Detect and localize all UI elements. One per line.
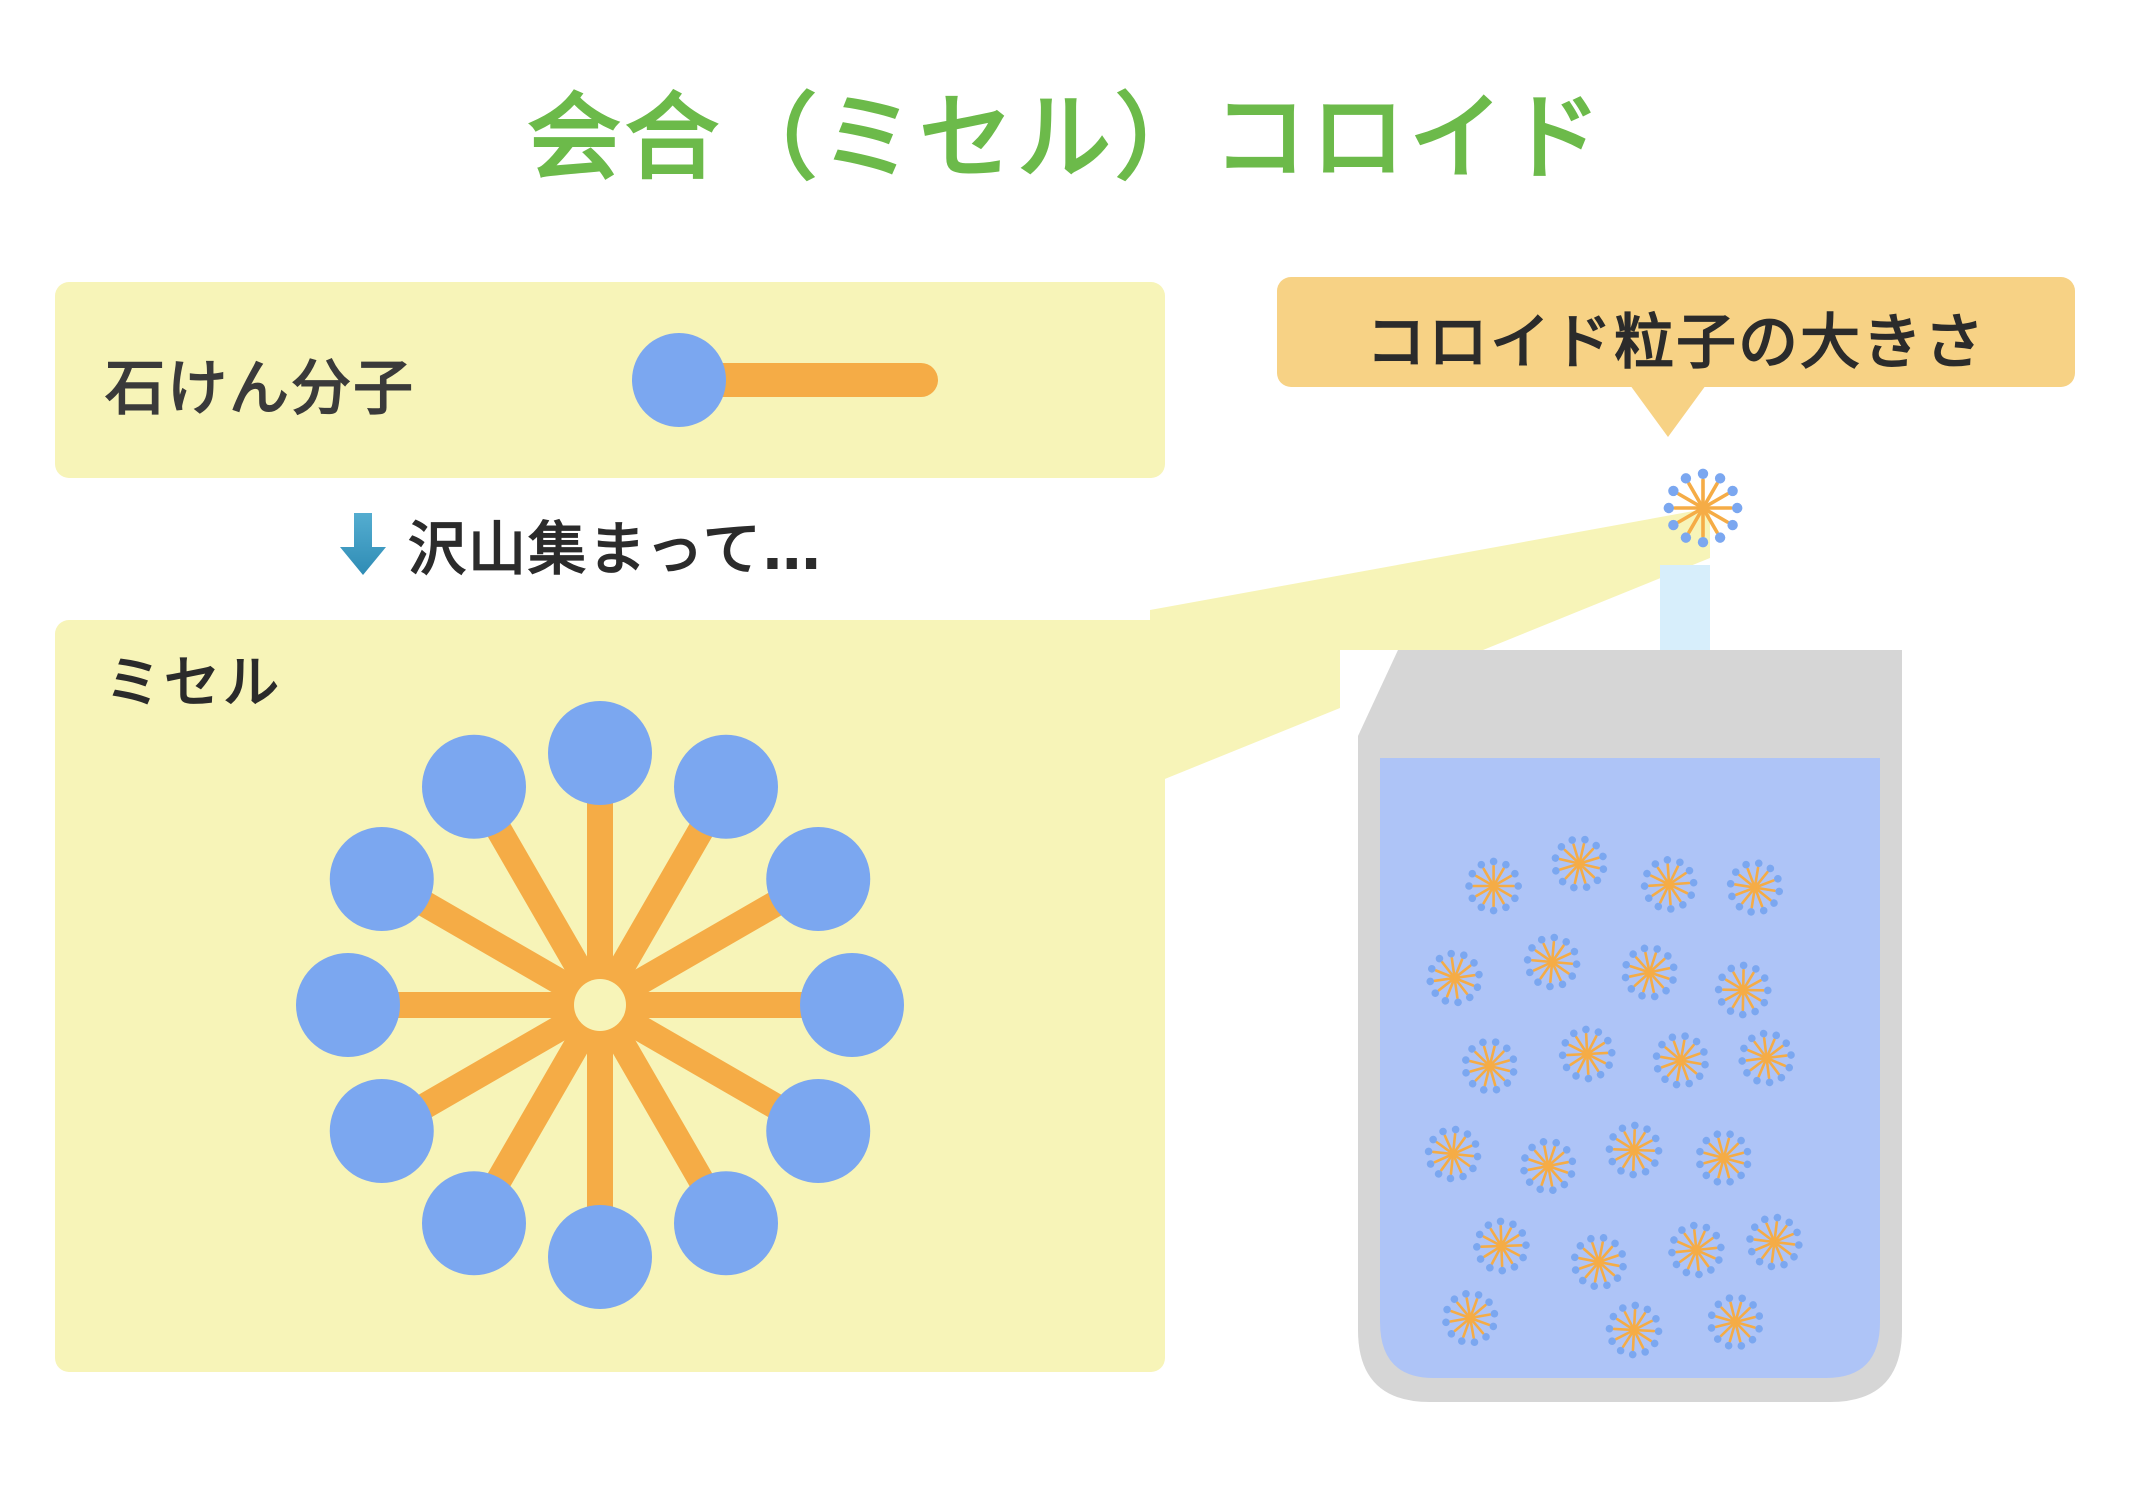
- beaker-particle: [1621, 944, 1678, 1001]
- beaker-particle: [1605, 1121, 1663, 1179]
- beaker-particle: [1640, 856, 1698, 913]
- beaker-particle: [1570, 1234, 1627, 1290]
- beaker-particle: [1442, 1289, 1499, 1347]
- beaker-particle: [1558, 1025, 1616, 1083]
- beaker-particle: [1551, 835, 1608, 892]
- beaker-particle: [1424, 1125, 1482, 1183]
- beaker-particle: [1465, 857, 1522, 915]
- beaker-particle: [1605, 1301, 1663, 1359]
- beaker-particle: [1520, 1138, 1577, 1194]
- callout-tail-icon: [1630, 385, 1706, 437]
- micelle-diagram: [296, 701, 904, 1309]
- gather-step-row: 沢山集まって…: [340, 502, 823, 586]
- soap-molecule-icon: [632, 333, 938, 427]
- beaker-particle: [1426, 949, 1483, 1007]
- beaker-particle: [1746, 1213, 1803, 1271]
- beaker-particle: [1668, 1221, 1725, 1279]
- beaker-particle: [1696, 1130, 1752, 1186]
- beaker-particle: [1707, 1294, 1764, 1350]
- beaker-particle: [1726, 859, 1783, 916]
- beaker-particle: [1714, 961, 1772, 1019]
- beaker: [1340, 650, 1902, 1402]
- page-title: 会合（ミセル）コロイド: [526, 84, 1605, 193]
- beaker-liquid: [1380, 758, 1880, 1378]
- beaker-particle: [1462, 1038, 1518, 1094]
- gather-step-text: 沢山集まって…: [408, 515, 823, 583]
- micelle-label: ミセル: [105, 651, 282, 716]
- beaker-particle: [1473, 1217, 1530, 1275]
- beaker-particle: [1738, 1029, 1795, 1087]
- colloid-particle-sample: [1663, 468, 1743, 548]
- soap-molecule-panel: [55, 282, 1165, 478]
- beaker-particle-group: [1424, 835, 1803, 1359]
- callout-text: コロイド粒子の大きさ: [1366, 308, 1986, 378]
- down-arrow-icon: [340, 513, 386, 575]
- callout-box: [1277, 277, 2075, 387]
- beaker-particle: [1652, 1032, 1709, 1089]
- soap-molecule-label: 石けん分子: [105, 354, 415, 424]
- beaker-particle: [1523, 933, 1581, 991]
